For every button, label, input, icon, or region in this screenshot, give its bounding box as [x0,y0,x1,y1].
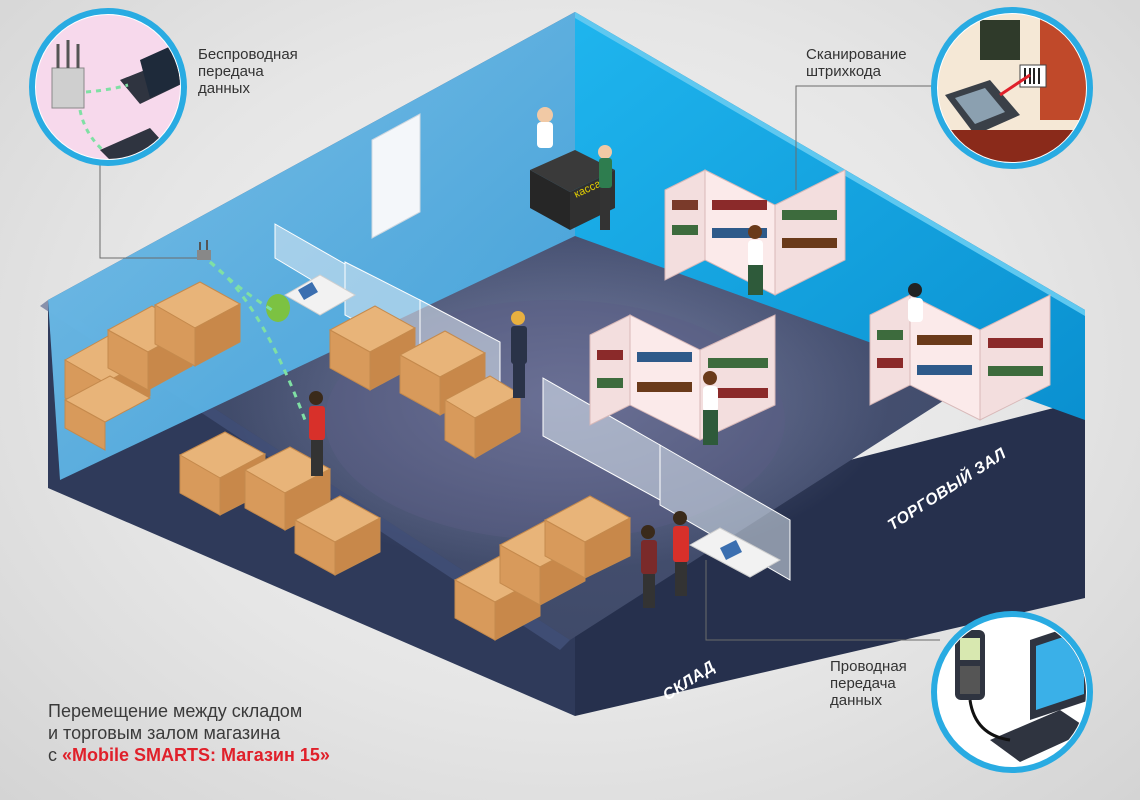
callout-scanning: Сканирование штрихкода [806,46,907,80]
inset-wireless [29,8,187,166]
callout-scanning-line1: Сканирование [806,46,907,63]
callout-wired-line1: Проводная [830,658,907,675]
callout-wired-line3: данных [830,692,882,709]
diagram-caption: Перемещение между складом и торговым зал… [48,700,330,766]
work-desks [266,274,782,578]
caption-prefix: с [48,745,57,765]
caption-line3: с «Mobile SMARTS: Магазин 15» [48,744,330,766]
caption-product-name: «Mobile SMARTS: Магазин 15» [62,745,330,765]
callout-scanning-line2: штрихкода [806,63,881,80]
store-staff [309,107,923,608]
caption-line1: Перемещение между складом [48,701,303,721]
callout-wireless: Беспроводная передача данных [198,46,298,97]
callout-wireless-line1: Беспроводная [198,46,298,63]
bookshelves [589,169,1051,441]
callout-wireless-line3: данных [198,80,250,97]
inset-wired [931,611,1093,773]
cashier-desk: касса [530,150,615,230]
callout-wired-line2: передача [830,675,896,692]
wifi-router [197,240,211,260]
callout-leader-lines [99,85,940,641]
callout-wireless-line2: передача [198,63,264,80]
caption-line2: и торговым залом магазина [48,723,281,743]
wireless-signal-path [208,260,307,421]
wall-door [371,113,421,239]
callout-wired: Проводная передача данных [830,658,907,709]
inset-barcode-scan [931,7,1093,169]
warehouse-boxes [63,281,632,641]
